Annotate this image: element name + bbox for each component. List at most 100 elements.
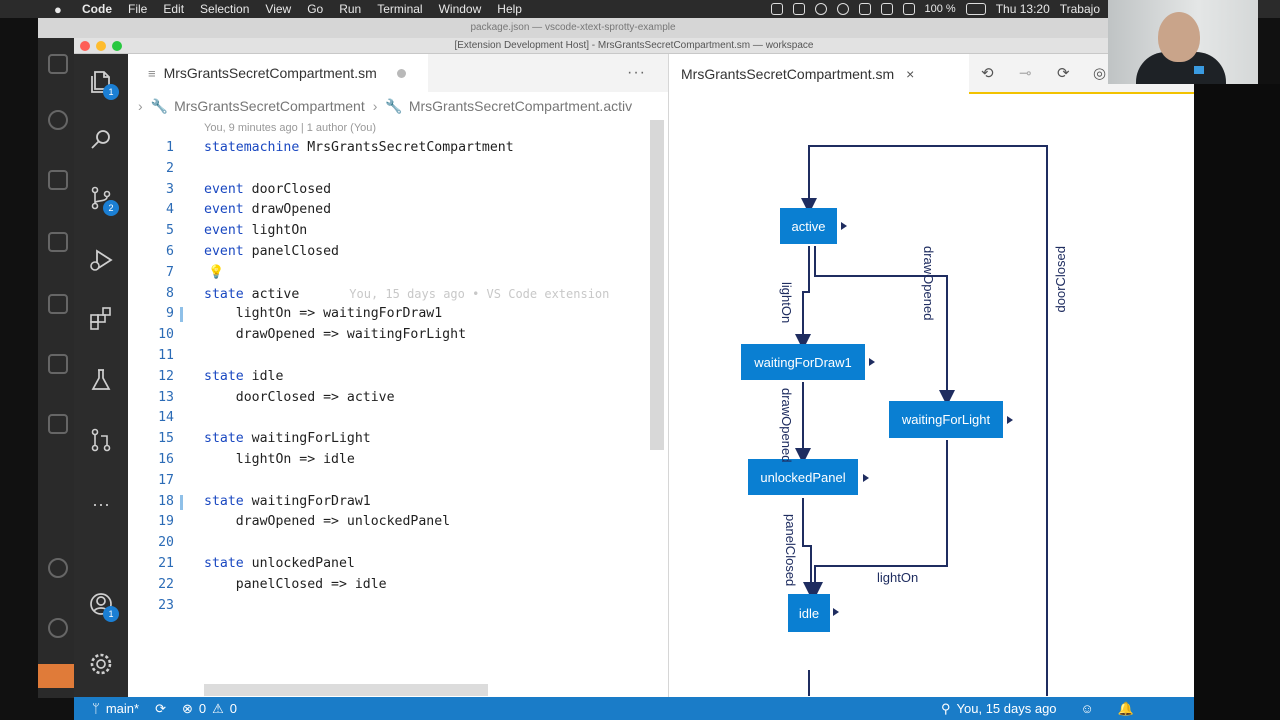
editor-more-actions[interactable]: ··· — [627, 64, 646, 81]
manage-button[interactable] — [87, 650, 115, 678]
code-line[interactable]: 13 doorClosed => active — [128, 388, 668, 409]
bell-icon[interactable]: 🔔 — [1117, 700, 1134, 716]
pull-requests-button[interactable] — [87, 426, 115, 454]
menu-selection[interactable]: Selection — [200, 2, 250, 16]
code-line[interactable]: 2 — [128, 159, 668, 180]
git-blame-status[interactable]: ⚲ You, 15 days ago — [941, 701, 1057, 717]
node-waiting-for-draw1[interactable]: waitingForDraw1 — [741, 344, 865, 380]
volume-icon[interactable] — [902, 3, 915, 15]
branch-name: main* — [105, 701, 140, 716]
state-diagram[interactable]: active waitingForDraw1 waitingForLight u… — [669, 96, 1195, 696]
menu-edit[interactable]: Edit — [163, 2, 185, 16]
testing-button[interactable] — [87, 366, 115, 394]
explorer-button[interactable]: 1 — [87, 68, 119, 100]
menu-go[interactable]: Go — [307, 2, 324, 16]
minimize-window-button[interactable] — [96, 41, 106, 51]
code-line[interactable]: 22 panelClosed => idle — [128, 575, 668, 596]
problems-status[interactable]: ⊗ 0 ⚠ 0 — [182, 701, 237, 717]
dropbox-icon[interactable] — [792, 3, 805, 15]
more-views-button[interactable]: ··· — [87, 490, 115, 518]
chevron-right-icon: › — [372, 98, 378, 114]
breadcrumb-item-active[interactable]: MrsGrantsSecretCompartment.activ — [408, 98, 633, 114]
node-triangle — [863, 474, 869, 482]
time-machine-icon[interactable] — [836, 3, 849, 15]
horizontal-scrollbar[interactable] — [204, 684, 488, 696]
back-flask-icon — [48, 354, 68, 374]
user-name[interactable]: Trabajo — [1059, 2, 1100, 16]
tab-preview-sm[interactable]: MrsGrantsSecretCompartment.sm × — [669, 54, 969, 94]
codelens-blame[interactable]: You, 9 minutes ago | 1 author (You) — [204, 122, 377, 134]
battery-percent[interactable]: 100 % — [924, 3, 956, 15]
battery-icon[interactable] — [965, 3, 986, 15]
code-line[interactable]: 17 — [128, 471, 668, 492]
unsaved-dot-icon[interactable] — [396, 68, 406, 78]
breadcrumb-item-machine[interactable]: MrsGrantsSecretCompartment — [174, 98, 365, 114]
code-line[interactable]: 14 — [128, 408, 668, 429]
run-debug-button[interactable] — [87, 246, 115, 274]
menu-help[interactable]: Help — [497, 2, 522, 16]
accounts-button[interactable]: 1 — [87, 590, 119, 622]
clock[interactable]: Thu 13:20 — [995, 2, 1050, 16]
back-window-activity-bar — [38, 38, 74, 698]
apple-icon[interactable]: ● — [54, 2, 62, 17]
code-line[interactable]: 11 — [128, 346, 668, 367]
node-idle[interactable]: idle — [788, 594, 830, 632]
code-line[interactable]: 9 lightOn => waitingForDraw1 — [128, 304, 668, 325]
error-count: 0 — [198, 701, 207, 716]
close-window-button[interactable] — [80, 41, 90, 51]
menu-file[interactable]: File — [128, 2, 148, 16]
close-icon[interactable]: × — [906, 66, 915, 82]
source-control-button[interactable]: 2 — [87, 184, 119, 216]
vertical-scrollbar[interactable] — [650, 120, 664, 450]
go-back-icon[interactable]: ⟲ — [981, 65, 994, 82]
menu-window[interactable]: Window — [438, 2, 482, 16]
code-line[interactable]: 7💡 — [128, 263, 668, 284]
sync-button[interactable]: ⟳ — [155, 701, 166, 717]
back-window-titlebar: package.json — vscode-xtext-sprotty-exam… — [38, 18, 1108, 38]
branch-status[interactable]: ᛘ main* — [92, 701, 139, 716]
zoom-window-button[interactable] — [112, 41, 122, 51]
code-line[interactable]: 20 — [128, 533, 668, 554]
menu-app[interactable]: Code — [82, 2, 112, 16]
code-line[interactable]: 10 drawOpened => waitingForLight — [128, 325, 668, 346]
code-line[interactable]: 16 lightOn => idle — [128, 450, 668, 471]
inline-blame: You, 15 days ago • VS Code extension — [349, 286, 610, 301]
feedback-icon[interactable]: ☺ — [1080, 701, 1094, 716]
line-number: 1 — [166, 140, 174, 155]
keyword-token: state — [204, 431, 244, 447]
code-line[interactable]: 23 — [128, 596, 668, 617]
moon-icon[interactable] — [814, 3, 827, 15]
node-triangle — [1007, 416, 1013, 424]
keyword-token: event — [204, 202, 244, 218]
code-line[interactable]: 19 drawOpened => unlockedPanel — [128, 512, 668, 533]
tray-app-icon[interactable] — [770, 3, 783, 15]
bluetooth-icon[interactable] — [858, 3, 871, 15]
menu-view[interactable]: View — [265, 2, 292, 16]
node-unlocked-panel[interactable]: unlockedPanel — [748, 459, 858, 495]
line-number: 2 — [166, 160, 174, 176]
node-active[interactable]: active — [780, 208, 837, 244]
node-waiting-for-light[interactable]: waitingForLight — [889, 401, 1003, 438]
wifi-icon[interactable] — [880, 3, 893, 15]
lightbulb-icon[interactable]: 💡 — [208, 264, 225, 280]
menu-terminal[interactable]: Terminal — [377, 2, 423, 16]
search-button[interactable] — [87, 126, 115, 154]
timeline-icon[interactable]: ◎ — [1093, 65, 1107, 82]
go-forward-icon[interactable]: ⟳ — [1057, 65, 1070, 82]
edge-doorclosed — [801, 145, 1048, 696]
extensions-button[interactable] — [87, 304, 115, 332]
tab-mrs-grants-sm[interactable]: ≡ MrsGrantsSecretCompartment.sm — [128, 54, 428, 92]
revert-icon[interactable]: ⊸ — [1019, 65, 1032, 82]
menu-run[interactable]: Run — [339, 2, 362, 16]
